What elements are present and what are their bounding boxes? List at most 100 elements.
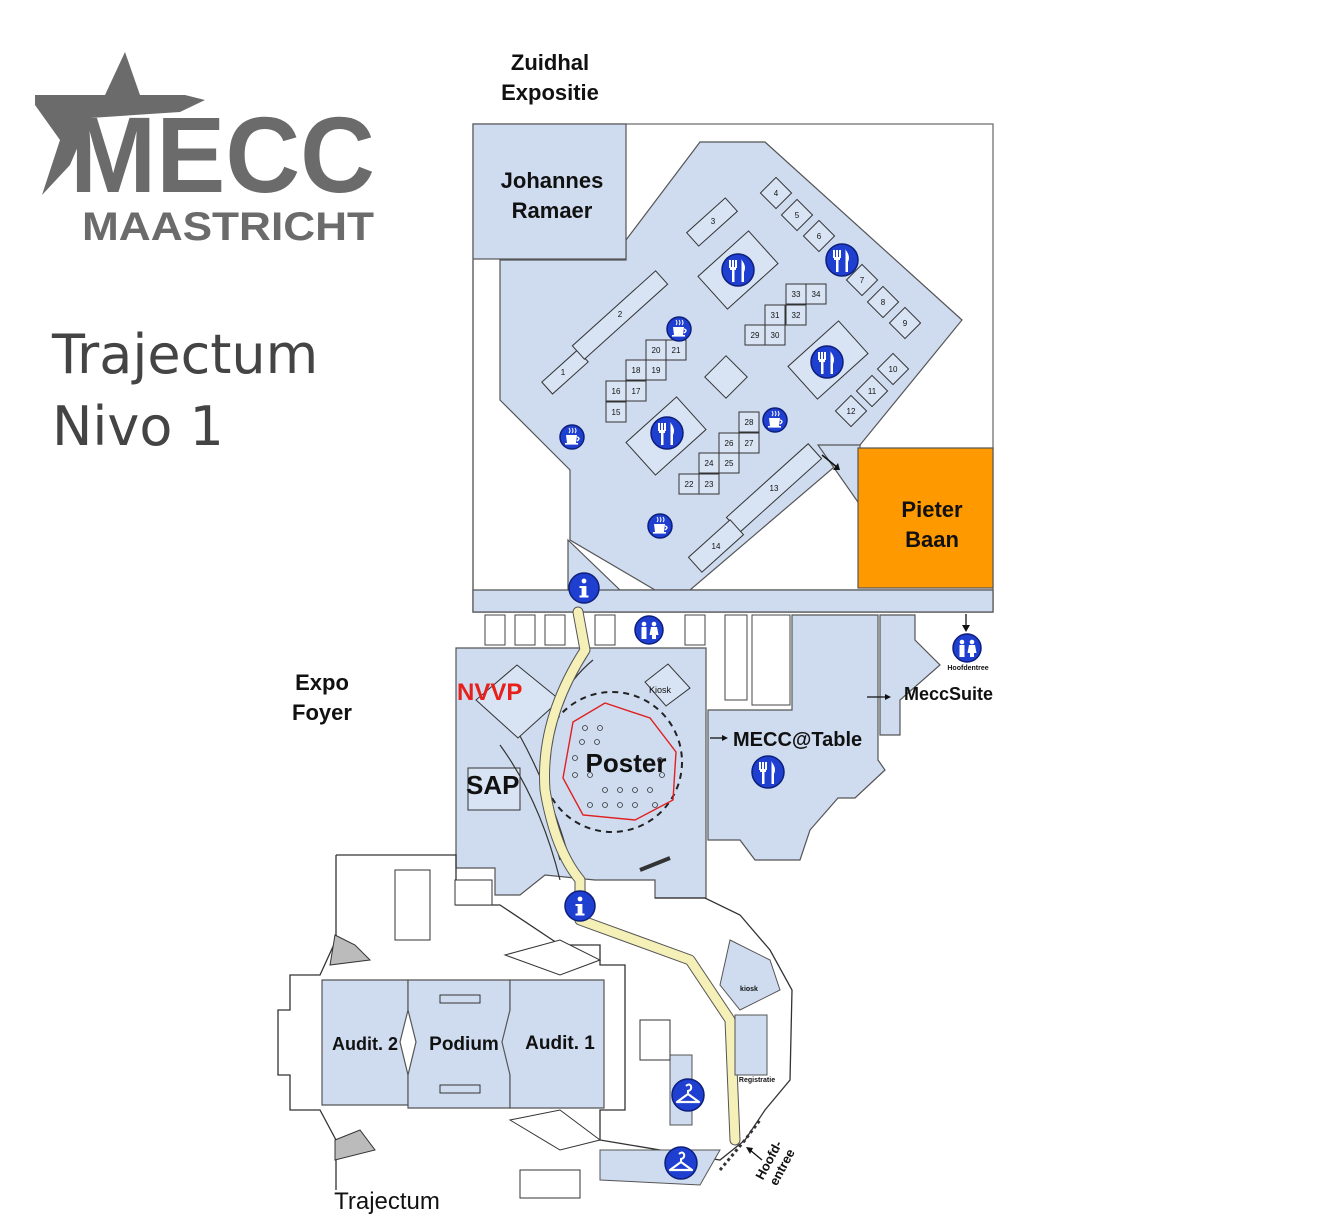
coffee-icon [559, 424, 585, 450]
poster-boards [572, 725, 665, 808]
booth [876, 352, 910, 386]
booth-label: 18 [632, 366, 641, 375]
trajectum-building [277, 854, 793, 1199]
booth-label: 10 [889, 365, 898, 374]
coffee-icon [762, 407, 788, 433]
pieter-label-2: Baan [905, 527, 959, 552]
audit1-room [501, 979, 605, 1109]
booth-label: 21 [672, 346, 681, 355]
booth-label: 27 [745, 439, 754, 448]
booth-label: 24 [705, 459, 714, 468]
booth [571, 270, 669, 360]
booth [855, 374, 889, 408]
booth-label: 34 [812, 290, 821, 299]
booths: 1 2 3 4 5 6 7 8 9 10 11 12 13 14 15 16 1… [541, 176, 922, 573]
johannes-label-2: Ramaer [512, 198, 593, 223]
toilet-icon [634, 615, 664, 645]
pieter-baan-room [857, 447, 994, 589]
booth-label: 3 [711, 217, 716, 226]
toilet-icon [952, 633, 982, 663]
booth-label: 4 [774, 189, 779, 198]
booth [888, 306, 922, 340]
logo-city: MAASTRICHT [82, 205, 374, 249]
page-title-line1: Trajectum [51, 323, 318, 386]
booth-label: 32 [792, 311, 801, 320]
audit1-label: Audit. 1 [525, 1033, 595, 1054]
johannes-label-1: Johannes [501, 168, 604, 193]
booth-label: 13 [770, 484, 779, 493]
mecc-logo: MECC MAASTRICHT [35, 52, 375, 249]
connector-strip [484, 614, 791, 706]
logo-star-icon [35, 52, 205, 195]
booth [780, 198, 814, 232]
restaurant-icon [825, 243, 859, 277]
johannes-ramaer-room [472, 123, 627, 260]
booth-label: 9 [903, 319, 908, 328]
arrow-icon [821, 454, 839, 469]
trajectum-bottom-label: Trajectum [334, 1188, 440, 1215]
booth [685, 197, 739, 247]
booth-label: 19 [652, 366, 661, 375]
info-icon[interactable] [564, 890, 596, 922]
booth-label: 23 [705, 480, 714, 489]
mecc-suite-area [879, 614, 941, 736]
page-title-line2: Nivo 1 [52, 395, 224, 458]
booth-label: 28 [745, 418, 754, 427]
audit2-label: Audit. 2 [332, 1034, 398, 1054]
poster-area [562, 702, 677, 821]
booth-label: 2 [618, 310, 623, 319]
booth [687, 519, 745, 573]
booth-label: 15 [612, 408, 621, 417]
booth-label: 6 [817, 232, 822, 241]
booth-label: 22 [685, 480, 694, 489]
mecc-suite-label: MeccSuite [904, 684, 993, 704]
kiosk-small-label: kiosk [740, 986, 758, 993]
booth-label: 5 [795, 211, 800, 220]
poster-label: Poster [586, 748, 667, 778]
logo-brand: MECC [70, 94, 375, 215]
kiosk-label: Kiosk [649, 685, 672, 695]
booth-label: 20 [652, 346, 661, 355]
booth-label: 25 [725, 459, 734, 468]
registratie-label: Registratie [739, 1077, 775, 1084]
booth-label: 8 [881, 298, 886, 307]
zuidhal-label-1: Zuidhal [511, 50, 589, 75]
expo-label-2: Foyer [292, 700, 352, 725]
restaurant-icon [650, 416, 684, 450]
booth [759, 176, 793, 210]
cloakroom-icon [663, 1145, 699, 1181]
podium-label: Podium [429, 1034, 499, 1055]
booth-label: 12 [847, 407, 856, 416]
expo-label-1: Expo [295, 670, 349, 695]
hoofdentree-small-label: Hoofdentree [947, 665, 988, 672]
booth [866, 285, 900, 319]
restaurant-icon [810, 345, 844, 379]
booth-label: 16 [612, 387, 621, 396]
booth-label: 31 [771, 311, 780, 320]
booth-label: 26 [725, 439, 734, 448]
booth-label: 1 [561, 368, 566, 377]
info-icon[interactable] [568, 572, 600, 604]
pieter-label-1: Pieter [901, 497, 963, 522]
restaurant-icon [721, 253, 755, 287]
coffee-icon [647, 513, 673, 539]
restaurant-icon [751, 755, 785, 789]
sap-label: SAP [466, 770, 519, 800]
zuidhal-label-2: Expositie [501, 80, 599, 105]
booth-label: 29 [751, 331, 760, 340]
mecc-table-label: MECC@Table [733, 729, 862, 751]
booth-label: 14 [712, 542, 721, 551]
booth-label: 7 [860, 276, 865, 285]
booth-label: 30 [771, 331, 780, 340]
nvvp-label: NVVP [457, 679, 522, 706]
booth [845, 263, 879, 297]
booth-label: 33 [792, 290, 801, 299]
booth [802, 219, 836, 253]
booth [834, 394, 868, 428]
cloakroom-icon [670, 1077, 706, 1113]
mecc-table-area [707, 614, 886, 861]
booth-label: 11 [868, 387, 877, 396]
coffee-icon [666, 316, 692, 342]
booth-label: 17 [632, 387, 641, 396]
